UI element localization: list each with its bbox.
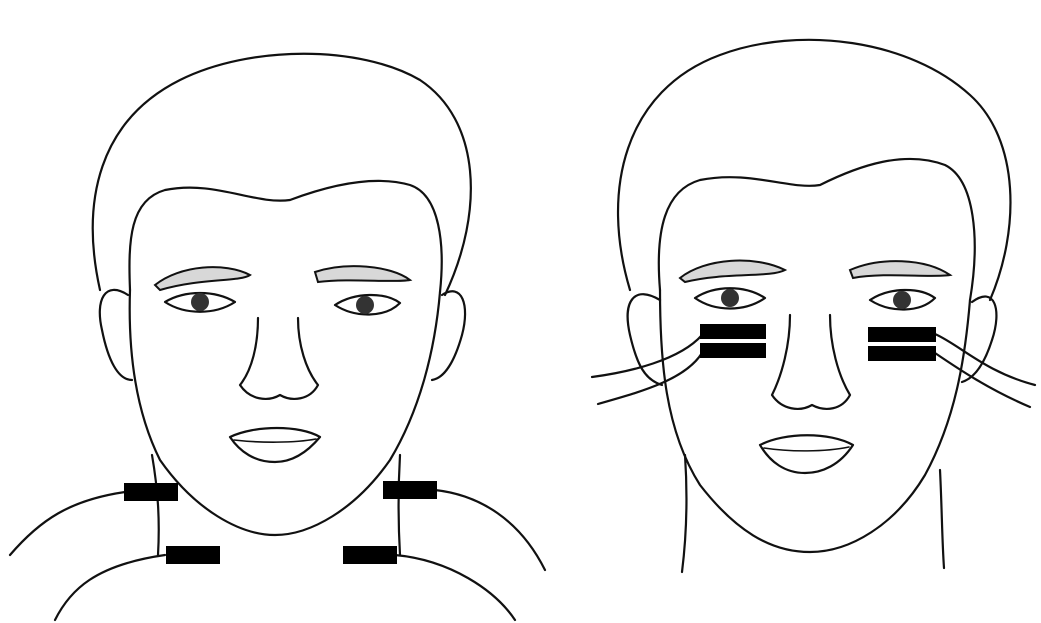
left-ear-left	[100, 290, 132, 380]
right-electrode-right-upper	[868, 327, 936, 342]
left-hair-outline	[93, 54, 471, 295]
left-iris-right	[356, 296, 374, 314]
right-neck-left	[682, 455, 686, 572]
left-electrode-upper-right	[383, 481, 437, 499]
right-iris-right	[893, 291, 911, 309]
left-nose	[240, 318, 318, 399]
right-mouth-line	[764, 447, 849, 451]
left-shoulder-left	[10, 492, 125, 555]
right-face-drawing	[592, 40, 1035, 572]
left-shoulder-right-lower	[395, 555, 515, 620]
left-mouth-line	[234, 439, 316, 442]
right-eyebrow-right	[850, 261, 950, 278]
right-eyebrow-left	[680, 261, 785, 282]
left-neck-right	[399, 455, 401, 555]
left-ear-right	[432, 291, 465, 380]
left-electrode-upper-left	[124, 483, 178, 501]
left-electrode-lower-left	[166, 546, 220, 564]
right-ear-right	[962, 296, 996, 382]
right-electrode-left-upper	[700, 324, 766, 339]
left-mouth	[230, 428, 320, 462]
right-ear-left	[628, 294, 662, 385]
right-nose	[772, 315, 850, 409]
right-neck-right	[940, 470, 944, 568]
left-eyebrow-right	[315, 266, 410, 282]
right-electrode-right-lower	[868, 346, 936, 361]
right-mouth	[760, 435, 853, 473]
right-iris-left	[721, 289, 739, 307]
left-shoulder-left-lower	[55, 555, 165, 620]
right-electrode-left-lower	[700, 343, 766, 358]
left-neck-left	[152, 455, 159, 555]
left-eyebrow-left	[155, 267, 250, 290]
left-shoulder-right	[435, 490, 545, 570]
left-electrode-lower-right	[343, 546, 397, 564]
left-face-drawing	[10, 54, 545, 620]
left-iris-left	[191, 293, 209, 311]
